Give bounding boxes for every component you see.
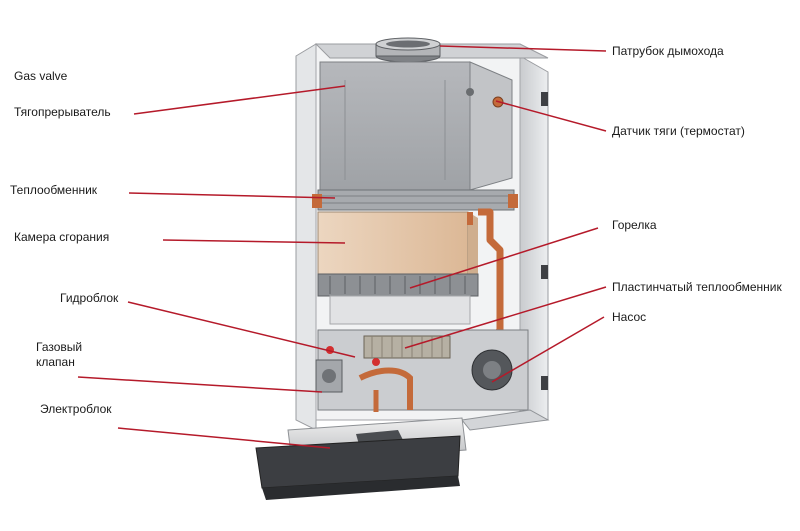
burner: [317, 273, 479, 325]
label-draft-sensor: Датчик тяги (термостат): [612, 124, 745, 138]
label-electro-block: Электроблок: [40, 402, 112, 416]
label-plate-heat-exchanger: Пластинчатый теплообменник: [612, 280, 782, 294]
leader-flue-pipe: [439, 45, 607, 52]
label-draft-breaker: Тягопрерыватель: [14, 105, 111, 119]
label-pump: Насос: [612, 310, 647, 324]
leader-heat-exchanger: [128, 192, 336, 199]
main-heat-exchanger: [312, 189, 518, 211]
leader-electro-block: [117, 427, 331, 449]
label-hydro-block: Гидроблок: [60, 291, 119, 305]
leader-hydro-block: [127, 301, 356, 358]
label-burner: Горелка: [612, 218, 657, 232]
leader-draft-breaker: [133, 85, 346, 115]
leader-combustion-chamber: [162, 239, 346, 244]
electro-block: [255, 409, 550, 500]
flue-pipe: [375, 37, 441, 63]
label-gas-valve-ru-line1: Газовый: [36, 340, 83, 354]
label-gas-valve-ru-line2: клапан: [36, 355, 75, 369]
leader-pump: [491, 316, 605, 383]
label-heat-exchanger: Теплообменник: [10, 183, 98, 197]
leader-lines: [77, 45, 607, 449]
draft-breaker-hood: [319, 61, 513, 191]
label-flue-pipe: Патрубок дымохода: [612, 44, 724, 58]
leader-draft-sensor: [495, 100, 607, 132]
leader-burner: [409, 227, 599, 289]
label-combustion-chamber: Камера сгорания: [14, 230, 110, 244]
label-gas-valve-en: Gas valve: [14, 69, 68, 83]
leader-gas-valve: [77, 376, 323, 393]
hydro-group: [315, 329, 529, 412]
leader-plate-heat-exchanger: [404, 286, 607, 349]
